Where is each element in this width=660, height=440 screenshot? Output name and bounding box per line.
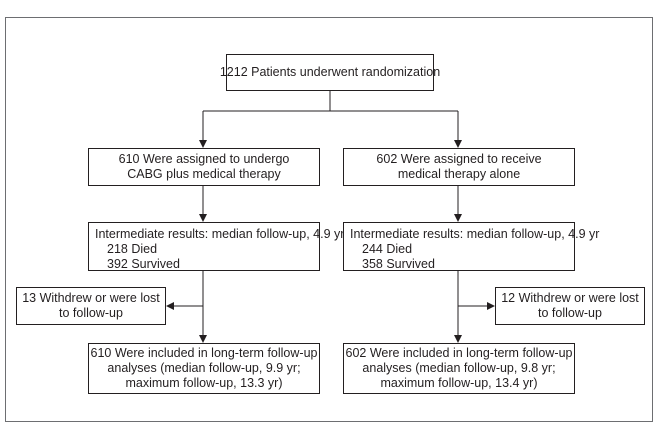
left-survived: 392 Survived xyxy=(107,257,180,271)
left-died: 218 Died xyxy=(107,242,158,256)
left-assigned-line-1: 610 Were assigned to undergo xyxy=(118,152,290,166)
right-withdrew-line-1: 12 Withdrew or were lost xyxy=(501,291,639,305)
right-intermediate-box: Intermediate results: median follow-up, … xyxy=(343,222,600,271)
right-withdrew-box: 12 Withdrew or were lost to follow-up xyxy=(495,287,645,325)
right-survived: 358 Survived xyxy=(362,257,435,271)
left-intermediate-box: Intermediate results: median follow-up, … xyxy=(88,222,345,271)
left-final-line-3: maximum follow-up, 13.3 yr) xyxy=(125,376,283,390)
right-final-line-2: analyses (median follow-up, 9.8 yr; xyxy=(362,361,556,375)
left-withdrew-box: 13 Withdrew or were lost to follow-up xyxy=(16,287,166,325)
right-assigned-line-1: 602 Were assigned to receive xyxy=(376,152,542,166)
left-final-line-2: analyses (median follow-up, 9.9 yr; xyxy=(107,361,301,375)
left-assigned-box: 610 Were assigned to undergo CABG plus m… xyxy=(88,148,320,186)
left-withdrew-line-2: to follow-up xyxy=(59,306,123,320)
right-final-box: 602 Were included in long-term follow-up… xyxy=(343,343,575,394)
left-final-line-1: 610 Were included in long-term follow-up xyxy=(90,346,318,360)
right-assigned-line-2: medical therapy alone xyxy=(397,167,521,181)
right-withdrew-line-2: to follow-up xyxy=(538,306,602,320)
right-final-line-3: maximum follow-up, 13.4 yr) xyxy=(380,376,538,390)
left-final-box: 610 Were included in long-term follow-up… xyxy=(88,343,320,394)
right-final-line-1: 602 Were included in long-term follow-up xyxy=(345,346,573,360)
diagram-frame xyxy=(5,17,653,422)
right-died: 244 Died xyxy=(362,242,413,256)
right-intermediate-title: Intermediate results: median follow-up, … xyxy=(350,227,600,241)
left-withdrew-line-1: 13 Withdrew or were lost xyxy=(22,291,160,305)
right-assigned-box: 602 Were assigned to receive medical the… xyxy=(343,148,575,186)
left-intermediate-title: Intermediate results: median follow-up, … xyxy=(95,227,345,241)
randomization-text: 1212 Patients underwent randomization xyxy=(219,65,441,79)
randomization-box: 1212 Patients underwent randomization xyxy=(220,54,440,91)
left-assigned-line-2: CABG plus medical therapy xyxy=(127,167,281,181)
